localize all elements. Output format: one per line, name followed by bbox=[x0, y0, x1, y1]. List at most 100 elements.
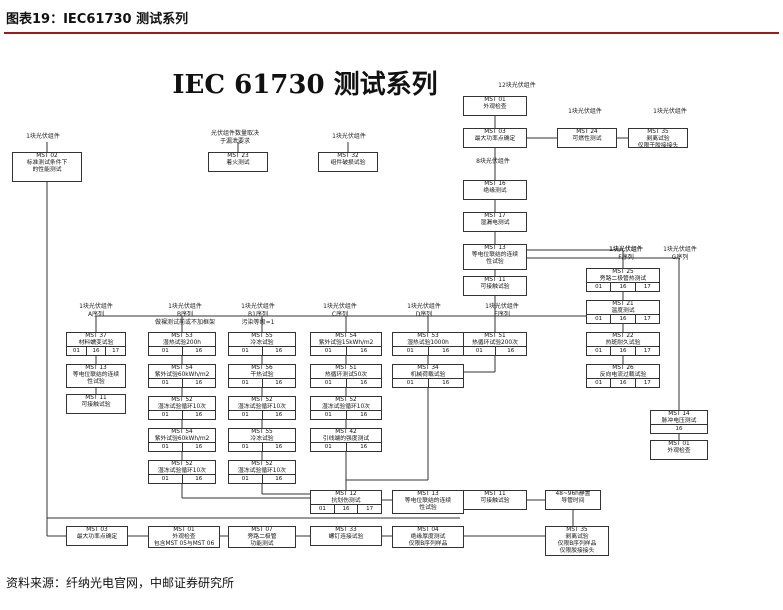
group-label-line: A序列 bbox=[87, 311, 105, 318]
followup-test-cell: 01 bbox=[393, 379, 429, 387]
test-name: 热循环试验200次 bbox=[472, 340, 518, 346]
group-label: 1块光伏组件 bbox=[12, 133, 74, 141]
test-code: MST 51 bbox=[484, 333, 506, 339]
test-code: MST 21 bbox=[612, 301, 634, 307]
test-code: MST 52 bbox=[171, 397, 193, 403]
group-label-line: 1块光伏组件 bbox=[568, 108, 602, 115]
group-label: 1块光伏组件 bbox=[640, 108, 700, 116]
followup-test-cell: 01 bbox=[229, 379, 263, 387]
test-name: 性试验 bbox=[87, 379, 105, 385]
followup-test-cell: 16 bbox=[195, 348, 203, 354]
test-name: 可燃性测试 bbox=[572, 136, 602, 142]
test-code: MST 53 bbox=[417, 333, 439, 339]
test-name: 反向电流过载试验 bbox=[599, 372, 647, 378]
followup-test-cell: 16 bbox=[195, 444, 203, 450]
followup-test-cell: 16 bbox=[360, 380, 368, 386]
group-label-line: 光伏组件数量取决 bbox=[210, 130, 259, 137]
test-code: MST 01 bbox=[484, 97, 506, 103]
group-label-line: B序列 bbox=[176, 311, 194, 318]
followup-test-cell: 16 bbox=[195, 476, 203, 482]
test-name: 绝缘厚度测试 bbox=[410, 534, 446, 540]
followup-test-cell: 01 bbox=[229, 475, 263, 483]
test-name: 旁路二极管 bbox=[247, 534, 277, 540]
test-name: 外观检查 bbox=[667, 448, 691, 454]
followup-test-cell: 16 bbox=[360, 412, 368, 418]
test-name: 湿冻试验循环10次 bbox=[158, 404, 206, 410]
test-name: 组件破损试验 bbox=[330, 160, 366, 166]
followup-test-cell: 17 bbox=[112, 348, 120, 354]
followup-test-cell: 01 bbox=[587, 315, 612, 323]
followup-test-cell: 01 bbox=[67, 347, 87, 355]
test-name: 等电位联结的连续 bbox=[72, 372, 120, 378]
followup-test-cell: 16 bbox=[442, 348, 450, 354]
test-code: MST 02 bbox=[36, 153, 58, 159]
test-name: 旁路二极管热测试 bbox=[599, 276, 647, 282]
test-name: 可接触试验 bbox=[81, 402, 111, 408]
followup-test-cell: 16 bbox=[360, 348, 368, 354]
group-label-line: 1块光伏组件 bbox=[653, 108, 687, 115]
group-label-line: F序列 bbox=[618, 254, 634, 261]
test-code: MST 55 bbox=[251, 429, 273, 435]
test-name: 仅限B序列样品 bbox=[557, 541, 597, 547]
group-label-line: 8块光伏组件 bbox=[476, 158, 510, 165]
test-code: MST 37 bbox=[85, 333, 107, 339]
followup-test-cell: 16 bbox=[507, 348, 515, 354]
test-code: MST 55 bbox=[251, 333, 273, 339]
test-name: 着火测试 bbox=[226, 160, 250, 166]
test-name: 功能测试 bbox=[250, 541, 274, 547]
test-code: MST 16 bbox=[484, 181, 506, 187]
test-name: 的性能测试 bbox=[32, 167, 62, 173]
group-label-line: 1块光伏组件 bbox=[609, 246, 643, 253]
test-name: 性试验 bbox=[419, 505, 437, 511]
test-name: 紫外试验60kWh/m2 bbox=[154, 372, 210, 378]
followup-test-cell: 01 bbox=[229, 411, 263, 419]
test-code: MST 52 bbox=[251, 397, 273, 403]
test-code: MST 13 bbox=[85, 365, 107, 371]
test-name: 可接触试验 bbox=[480, 284, 510, 290]
test-code: MST 54 bbox=[171, 365, 193, 371]
test-name: 湿冻试验循环10次 bbox=[158, 468, 206, 474]
followup-test-cell: 16 bbox=[195, 380, 203, 386]
group-label-line: 污染等级=1 bbox=[241, 319, 275, 326]
group-label-line: B1序列 bbox=[248, 311, 268, 318]
followup-test-cell: 17 bbox=[643, 380, 651, 386]
group-label: 1块光伏组件 bbox=[596, 246, 656, 254]
test-name: 包含MST 05与MST 06 bbox=[153, 541, 215, 547]
test-code: MST 26 bbox=[612, 365, 634, 371]
test-code: MST 56 bbox=[251, 365, 273, 371]
test-name: 温度测试 bbox=[611, 308, 635, 314]
test-code: MST 01 bbox=[668, 441, 690, 447]
followup-test-cell: 17 bbox=[643, 284, 651, 290]
followup-test-cell: 01 bbox=[311, 505, 335, 513]
followup-test-cell: 01 bbox=[587, 283, 612, 291]
test-name: 湿冻试验循环10次 bbox=[238, 468, 286, 474]
